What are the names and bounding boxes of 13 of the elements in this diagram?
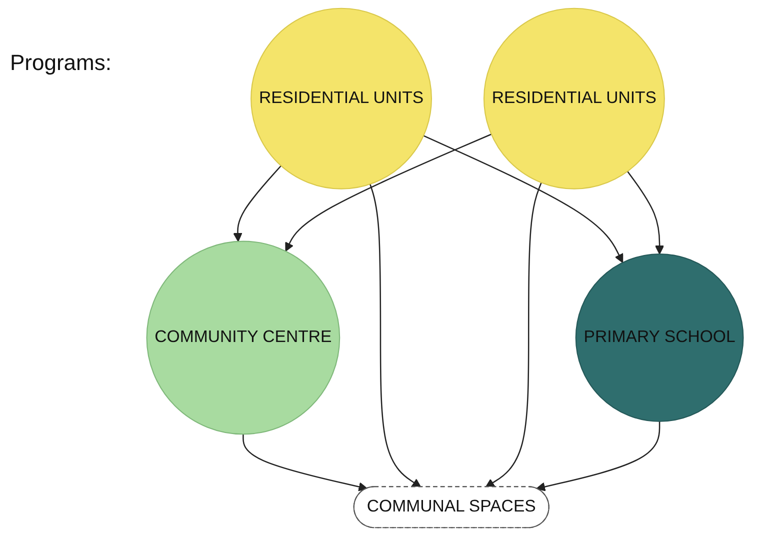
node-circle: PRIMARY SCHOOL — [575, 254, 744, 422]
diagram-title: Programs: — [10, 50, 112, 76]
arrow — [233, 165, 282, 242]
arrow — [423, 135, 624, 264]
arrow — [242, 434, 368, 492]
arrow — [536, 421, 660, 492]
arrow — [369, 184, 422, 488]
node-circle: COMMUNITY CENTRE — [146, 240, 340, 435]
arrow — [285, 134, 492, 252]
node-circle: RESIDENTIAL UNITS — [250, 8, 432, 190]
node-circle: RESIDENTIAL UNITS — [483, 8, 665, 190]
arrow — [627, 170, 664, 254]
arrow — [485, 182, 542, 488]
